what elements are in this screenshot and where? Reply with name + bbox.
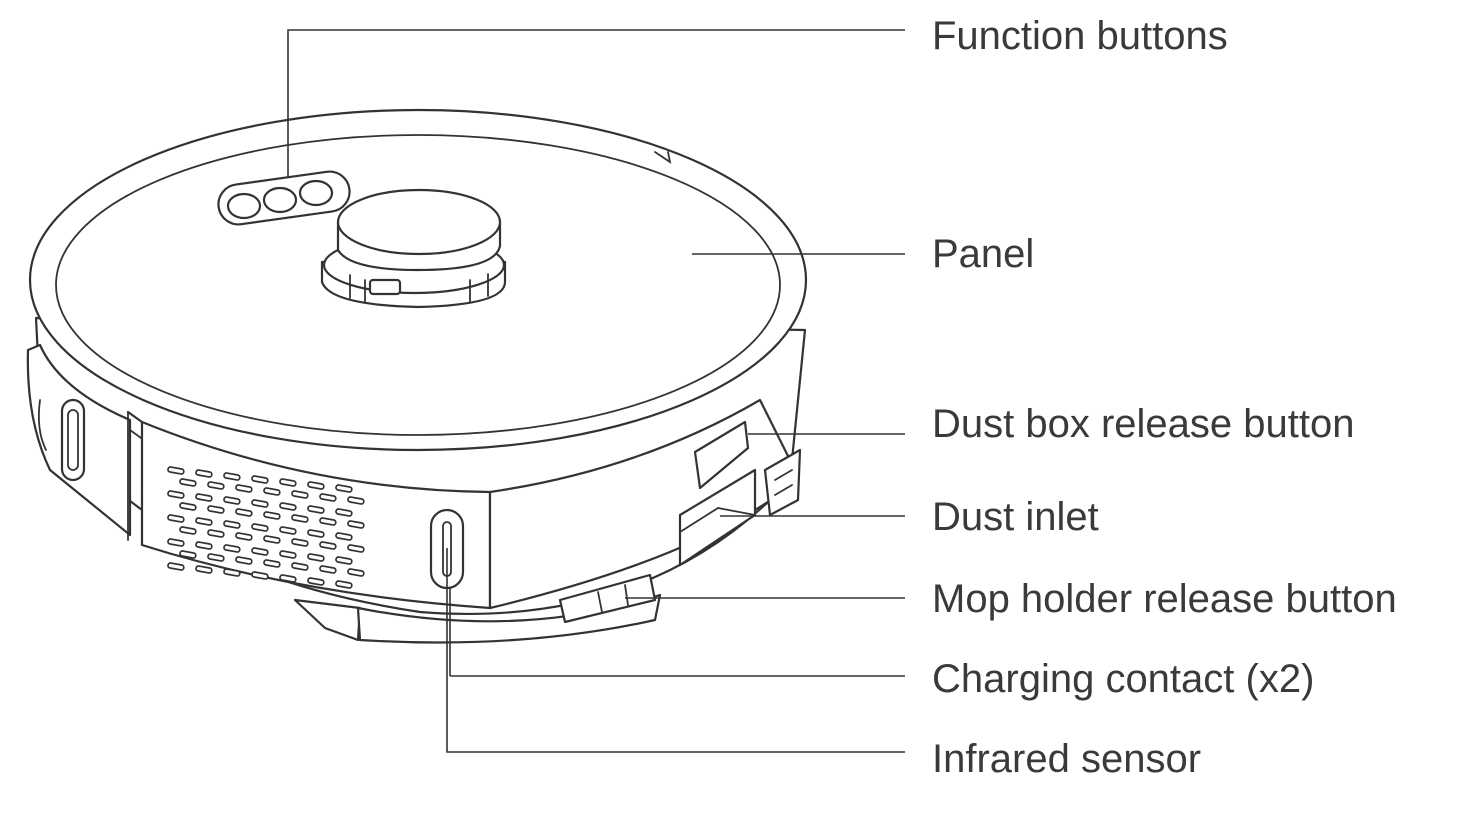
vent-slot xyxy=(207,529,225,538)
vent-slot xyxy=(291,538,309,547)
vent-slot xyxy=(307,505,325,514)
leader-function-buttons xyxy=(287,29,905,178)
vent-slot xyxy=(335,556,353,565)
left-sensor-window xyxy=(60,398,86,482)
vent-slot xyxy=(251,547,269,556)
vent-slot xyxy=(251,475,269,484)
vent-slot xyxy=(279,550,297,559)
vent-slot xyxy=(335,508,353,517)
vent-slot xyxy=(263,511,281,520)
vent-slot xyxy=(347,520,365,529)
vent-slot xyxy=(319,565,337,574)
vent-slot xyxy=(335,484,353,493)
vent-slot xyxy=(279,526,297,535)
vent-slot xyxy=(179,502,197,511)
mop-holder-release-button-shape xyxy=(558,573,657,624)
vent-slot xyxy=(251,571,269,580)
vent-slot xyxy=(223,472,241,481)
dust-box-release-button-shape xyxy=(693,420,750,490)
vent-slot xyxy=(207,553,225,562)
vent-slot xyxy=(223,544,241,553)
vent-slot xyxy=(195,517,213,526)
vent-slot xyxy=(179,526,197,535)
vent-slot xyxy=(235,508,253,517)
vent-slot xyxy=(335,580,353,589)
label-panel: Panel xyxy=(932,232,1035,276)
vent-slot xyxy=(235,556,253,565)
vent-slot xyxy=(319,493,337,502)
vent-slot xyxy=(195,565,213,574)
vent-slot xyxy=(195,493,213,502)
vent-slot xyxy=(291,514,309,523)
vent-slot xyxy=(251,499,269,508)
vent-slot xyxy=(223,568,241,577)
vent-slot xyxy=(319,541,337,550)
leader-infrared-sensor xyxy=(446,548,905,753)
label-mop-holder-release-button: Mop holder release button xyxy=(932,577,1397,621)
vent-grille xyxy=(167,466,365,589)
vent-slot xyxy=(347,544,365,553)
vent-slot xyxy=(307,553,325,562)
label-function-buttons: Function buttons xyxy=(932,14,1228,58)
label-dust-inlet: Dust inlet xyxy=(932,495,1099,539)
vent-slot xyxy=(307,577,325,586)
vent-slot xyxy=(167,490,185,499)
vent-slot xyxy=(307,529,325,538)
vent-slot xyxy=(167,562,185,571)
label-infrared-sensor: Infrared sensor xyxy=(932,737,1202,781)
lidar-turret xyxy=(320,188,507,309)
left-bumper xyxy=(26,343,132,537)
vent-slot xyxy=(207,481,225,490)
vent-slot xyxy=(263,559,281,568)
vent-slot xyxy=(279,502,297,511)
label-dust-box-release-button: Dust box release button xyxy=(932,402,1355,446)
vent-slot xyxy=(235,532,253,541)
vent-slot xyxy=(235,484,253,493)
dust-box xyxy=(488,398,802,610)
vent-slot xyxy=(167,538,185,547)
vent-slot xyxy=(195,469,213,478)
vent-slot xyxy=(263,487,281,496)
vent-slot xyxy=(347,496,365,505)
vent-slot xyxy=(279,478,297,487)
vent-slot xyxy=(223,496,241,505)
vent-slot xyxy=(167,514,185,523)
function-button-cluster xyxy=(217,170,351,226)
vent-slot xyxy=(179,478,197,487)
vent-slot xyxy=(263,535,281,544)
vent-slot xyxy=(319,517,337,526)
vent-slot xyxy=(291,562,309,571)
leader-lines xyxy=(287,29,905,753)
vent-slot xyxy=(207,505,225,514)
vent-slot xyxy=(347,568,365,577)
label-charging-contact: Charging contact (x2) xyxy=(932,657,1315,701)
vent-slot xyxy=(307,481,325,490)
vent-slot xyxy=(223,520,241,529)
vent-slot xyxy=(167,466,185,475)
vent-slot xyxy=(179,550,197,559)
vent-slot xyxy=(335,532,353,541)
vent-slot xyxy=(291,490,309,499)
vent-slot xyxy=(251,523,269,532)
vent-slot xyxy=(195,541,213,550)
vent-slot xyxy=(279,574,297,583)
